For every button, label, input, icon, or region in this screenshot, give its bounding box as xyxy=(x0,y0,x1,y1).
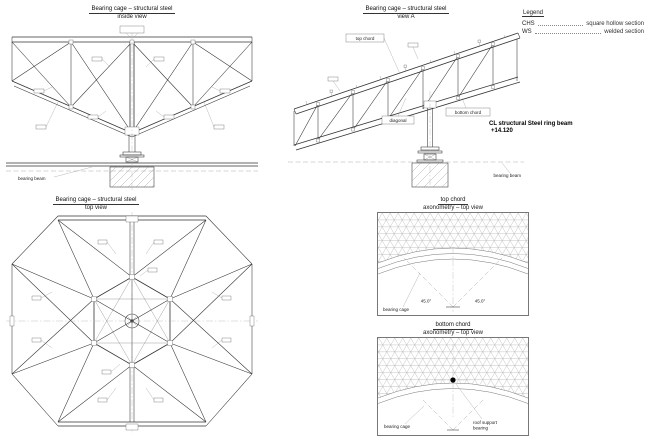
bearing-beam-label: bearing beam xyxy=(18,176,46,181)
panel-subtitle: axonometry – top view xyxy=(422,330,484,336)
radial-line-right xyxy=(452,257,503,308)
angle-label-right: 45.0° xyxy=(475,299,486,304)
node-gussets xyxy=(9,215,255,431)
hub-and-web-members xyxy=(11,219,253,423)
view-a-linework: top chord diagonal bottom chord bearing … xyxy=(288,32,524,188)
truss-members xyxy=(11,36,253,138)
legend-item-chs: CHS square hollow section xyxy=(522,21,644,27)
legend: Legend CHS square hollow section WS weld… xyxy=(522,10,644,35)
angle-label-left: 45.0° xyxy=(421,299,432,304)
top-chord-axonometry: 45.0° 45.0° bearing cage xyxy=(378,213,528,312)
truss-members xyxy=(293,32,521,151)
drawing-title: Bearing cage – structural steel xyxy=(53,197,139,205)
panel-title: top chord xyxy=(438,197,468,205)
bearing-cage-label: bearing cage xyxy=(384,424,411,429)
top-chord-label: top chord xyxy=(356,36,375,41)
legend-item-ws: WS welded section xyxy=(522,29,644,35)
member-tags xyxy=(33,25,231,130)
dome-grid-mesh xyxy=(378,213,528,263)
top-view-drawing: Bearing cage – structural steel top view xyxy=(6,197,264,434)
drawing-subtitle: top view xyxy=(84,205,107,211)
bottom-chord-panel-frame: bearing cage roof support bearing xyxy=(377,337,529,436)
top-chord-panel-title: top chord axonometry – top view xyxy=(377,197,529,212)
ring-beam-annotation-line1: CL structural Steel ring beam xyxy=(489,121,573,127)
bottom-chord-panel: bottom chord axonometry – top view beari… xyxy=(377,322,529,436)
roof-support-label-line2: bearing xyxy=(473,426,489,431)
top-view-title: Bearing cage – structural steel top view xyxy=(6,197,186,212)
top-chord-panel-frame: 45.0° 45.0° bearing cage xyxy=(377,212,529,316)
ring-beam-annotation: CL structural Steel ring beam +14.120 xyxy=(489,121,573,135)
bearing-cage-leader xyxy=(404,405,425,425)
roof-support-bearing-dot xyxy=(450,377,456,383)
legend-desc: welded section xyxy=(604,29,644,35)
radial-line-left xyxy=(421,398,454,431)
bearing-cage-label: bearing cage xyxy=(383,307,410,312)
diagonal-label: diagonal xyxy=(389,118,406,123)
bottom-chord-axonometry: bearing cage roof support bearing xyxy=(378,338,528,431)
legend-desc: square hollow section xyxy=(586,21,644,27)
legend-abbr: CHS xyxy=(522,21,535,27)
roof-support-label-line1: roof support xyxy=(473,420,498,425)
roof-support-leader xyxy=(455,383,483,420)
inside-view-title: Bearing cage – structural steel inside v… xyxy=(6,6,258,21)
radial-line-left xyxy=(403,257,454,308)
inside-view-drawing: Bearing cage – structural steel inside v… xyxy=(6,6,258,193)
bearing-beam-callout: bearing beam xyxy=(18,166,93,181)
ring-arc xyxy=(378,258,528,275)
view-a-title: Bearing cage – structural steel view A xyxy=(288,6,524,21)
drawing-title: Bearing cage – structural steel xyxy=(89,6,175,14)
drawing-subtitle: view A xyxy=(397,14,415,20)
bottom-chord-label: bottom chord xyxy=(455,110,482,115)
panel-title: bottom chord xyxy=(433,322,473,330)
inside-view-linework: bearing beam xyxy=(6,25,258,191)
bearing-beam-callout: bearing beam xyxy=(493,162,521,178)
bearing-beam-label: bearing beam xyxy=(493,173,521,178)
ring-arc xyxy=(378,388,528,404)
member-tags xyxy=(31,239,232,403)
member-labels: top chord diagonal bottom chord xyxy=(327,33,491,125)
bearing-cage-leader xyxy=(402,272,421,308)
purlin-ticks xyxy=(305,34,506,105)
top-chord-panel: top chord axonometry – top view 45.0° 45… xyxy=(377,197,529,316)
top-view-linework xyxy=(6,212,258,434)
drawing-subtitle: inside view xyxy=(117,14,147,20)
drawing-title: Bearing cage – structural steel xyxy=(363,6,449,14)
ring-beam-annotation-level: +14.120 xyxy=(491,128,513,134)
panel-subtitle: axonometry – top view xyxy=(422,205,484,211)
legend-title: Legend xyxy=(522,10,545,17)
legend-leader-dots xyxy=(534,33,602,34)
view-a-drawing: Bearing cage – structural steel view A xyxy=(288,6,524,189)
bottom-chord-panel-title: bottom chord axonometry – top view xyxy=(377,322,529,337)
legend-abbr: WS xyxy=(522,29,532,35)
legend-leader-dots xyxy=(537,25,584,26)
